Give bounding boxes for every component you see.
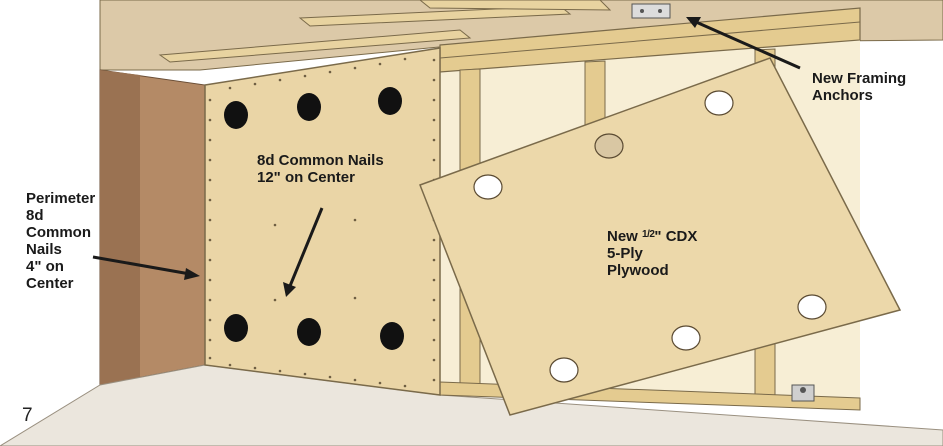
label-line: 4" on [26, 258, 64, 275]
perimeter-nail-pattern [208, 57, 436, 388]
arrowhead-perimeter [184, 268, 200, 280]
label-line: Plywood [607, 262, 669, 279]
label-line: New 1/2" CDX [607, 226, 697, 245]
perimeter-nails-label: Perimeter 8d Common Nails 4" on Center [26, 190, 95, 292]
fraction-numerator: 1 [642, 229, 648, 240]
installed-panel-holes [224, 87, 404, 350]
label-line: New Framing [812, 70, 907, 87]
arrow-common-nails [288, 207, 324, 287]
ceiling-joist [158, 29, 472, 63]
label-line: Common [26, 224, 91, 241]
ceiling-joist [298, 5, 572, 27]
framing-anchors-label: New Framing Anchors [812, 70, 906, 104]
callout-arrows [92, 17, 801, 297]
left-wall-shadow [100, 70, 140, 385]
common-nails-label: 8d Common Nails 12" on Center [257, 152, 384, 186]
label-line: Nails [26, 241, 62, 258]
new-panel-holes [473, 90, 827, 383]
arrow-framing-anchors [695, 20, 801, 70]
figure-number: 7 [22, 405, 33, 426]
ceiling-joist [419, 0, 612, 11]
plywood-suffix: " CDX [654, 228, 698, 245]
fraction-denominator: 2 [649, 229, 655, 240]
field-nail-pattern [273, 218, 357, 302]
label-line: 5-Ply [607, 245, 643, 262]
anchor-bolt [640, 9, 644, 13]
arrowhead-framing-anchors [686, 17, 701, 28]
top-plate-edge [439, 21, 861, 59]
new-plywood-panel [419, 57, 902, 416]
anchor-bolt [658, 9, 662, 13]
plywood-prefix: New [607, 228, 643, 245]
arrowhead-common-nails [283, 282, 296, 297]
fraction-slash: / [647, 229, 650, 240]
label-line: Center [26, 275, 74, 292]
label-line: Anchors [812, 87, 873, 104]
plywood-label: New 1/2" CDX 5-Ply Plywood [607, 226, 697, 279]
anchor-bolt [800, 387, 806, 393]
framing-anchor [631, 3, 671, 19]
installed-plywood-panel [204, 47, 441, 396]
label-line: 8d Common Nails [257, 152, 384, 169]
arrow-perimeter [92, 255, 191, 276]
label-line: 8d [26, 207, 44, 224]
label-line: Perimeter [26, 190, 96, 207]
label-line: 12" on Center [257, 169, 355, 186]
